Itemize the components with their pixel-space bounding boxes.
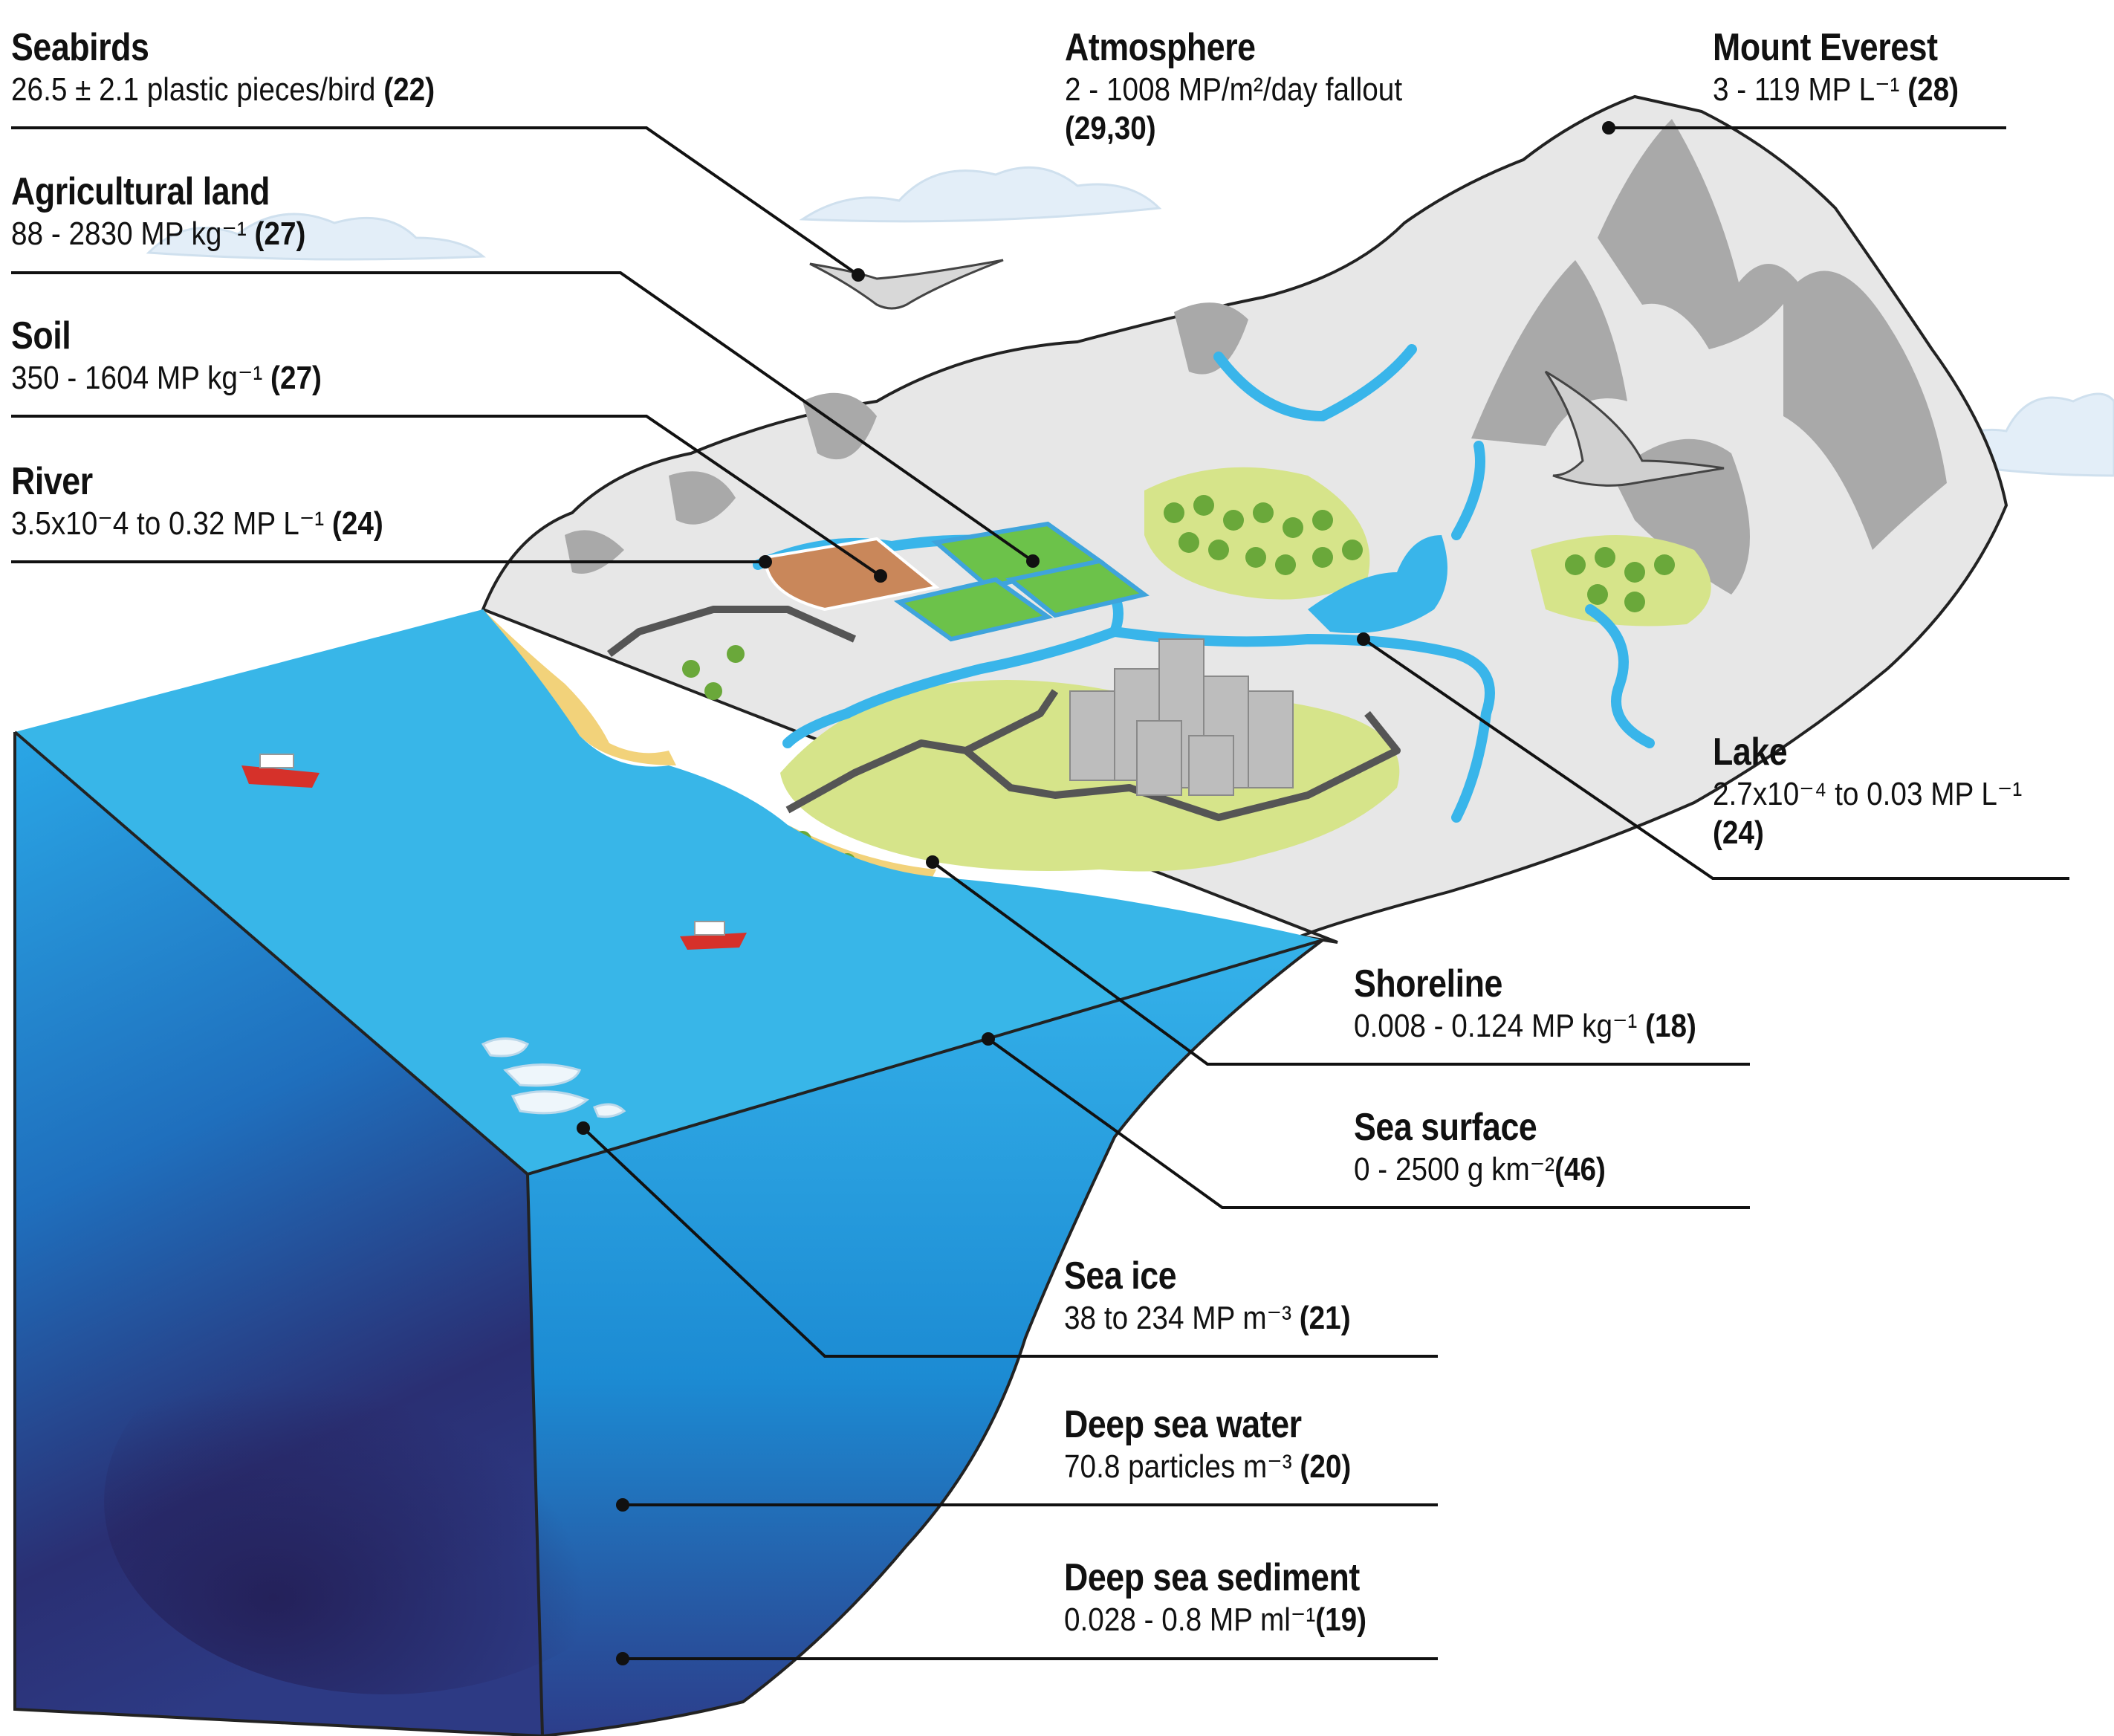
leader-shoreline [931,861,1750,1066]
label-deep-sea-sediment: Deep sea sediment 0.028 - 0.8 MP ml⁻¹(19… [1064,1555,1408,1639]
label-title: Deep sea sediment [1064,1556,1360,1599]
sand-shore [483,609,676,765]
ocean-side-face [528,940,1323,1736]
label-title: Shoreline [1354,962,1502,1005]
label-title: Agricultural land [11,170,270,213]
label-value: 0 - 2500 g km⁻² [1354,1151,1555,1188]
leader-sea-ice [582,1127,1438,1358]
label-ref: (27) [254,216,306,253]
leader-dots [577,121,1615,1665]
cloud-center [799,166,1162,223]
label-title: River [11,460,93,503]
river-system [753,344,1655,823]
label-value: 0.028 - 0.8 MP ml⁻¹ [1064,1601,1316,1639]
ship-research [680,921,747,950]
crop-field-2 [893,577,1054,642]
label-lake: Lake 2.7x10⁻⁴ to 0.03 MP L⁻¹(24) [1713,730,2064,852]
sea-ice-floes [481,1037,626,1118]
label-value: 3 - 119 MP L⁻¹ [1713,71,1900,108]
label-value: 38 to 234 MP m⁻³ [1064,1300,1291,1337]
label-value: 88 - 2830 MP kg⁻¹ [11,216,247,253]
label-ref: (22) [383,71,435,108]
leader-lake [1362,638,2069,880]
leader-sea-surface [987,1037,1750,1209]
label-ref: (21) [1299,1300,1351,1337]
label-ref: (27) [270,360,322,397]
leader-seabirds [11,126,860,276]
label-agricultural-land: Agricultural land 88 - 2830 MP kg⁻¹ (27) [11,169,346,253]
label-ref: (28) [1907,71,1959,108]
mountain-peak-main [1598,119,1798,349]
label-title: Deep sea water [1064,1403,1302,1446]
label-title: Atmosphere [1065,26,1256,69]
label-value: 0.008 - 0.124 MP kg⁻¹ [1354,1008,1638,1045]
label-deep-sea-water: Deep sea water 70.8 particles m⁻³ (20) [1064,1402,1390,1486]
label-ref: (46) [1554,1151,1606,1188]
label-title: Seabirds [11,26,149,69]
leader-agricultural [11,271,1034,563]
leader-soil [11,415,882,577]
deep-water-shadow [104,1308,669,1694]
label-soil: Soil 350 - 1604 MP kg⁻¹ (27) [11,314,364,398]
label-value: 70.8 particles m⁻³ [1064,1448,1292,1486]
label-ref: (20) [1300,1448,1352,1486]
label-ref: (29,30) [1065,110,1156,147]
label-shoreline: Shoreline 0.008 - 0.124 MP kg⁻¹ (18) [1354,962,1743,1046]
mountain-low-3 [669,471,736,525]
lake [1308,535,1447,633]
city [1069,638,1294,796]
label-value: 2.7x10⁻⁴ to 0.03 MP L⁻¹ [1713,776,2023,813]
label-title: Sea ice [1064,1254,1177,1298]
label-sea-surface: Sea surface 0 - 2500 g km⁻²(46) [1354,1105,1640,1189]
ocean-box-outline [13,731,1324,1736]
agricultural-fields [763,521,1150,642]
label-mount-everest: Mount Everest 3 - 119 MP L⁻¹ (28) [1713,25,1992,109]
crop-field-3 [1005,558,1150,618]
label-ref: (18) [1645,1008,1696,1045]
label-value: 2 - 1008 MP/m²/day fallout [1065,71,1403,108]
label-value: 26.5 ± 2.1 plastic pieces/bird [11,71,376,108]
leader-lines [11,126,2069,1660]
sand-shore-south [780,825,936,884]
label-ref: (19) [1315,1601,1367,1639]
ocean-surface [15,609,1323,1174]
label-title: Sea surface [1354,1106,1537,1149]
mountain-low-1 [1174,302,1248,375]
label-atmosphere: Atmosphere 2 - 1008 MP/m²/day fallout(29… [1065,25,1448,148]
mountain-peak-right [1783,271,1947,550]
seabird-near [1544,370,1725,487]
label-title: Lake [1713,731,1788,774]
label-value: 3.5x10⁻4 to 0.32 MP L⁻¹ [11,505,325,542]
label-title: Mount Everest [1713,26,1938,69]
label-sea-ice: Sea ice 38 to 234 MP m⁻³ (21) [1064,1254,1390,1338]
cloud-left [146,213,486,261]
label-seabirds: Seabirds 26.5 ± 2.1 plastic pieces/bird … [11,25,493,109]
label-river: River 3.5x10⁻4 to 0.32 MP L⁻¹ (24) [11,459,434,543]
label-value: 350 - 1604 MP kg⁻¹ [11,360,263,397]
seabird-flying [809,259,1004,310]
label-ref: (24) [331,505,383,542]
label-title: Soil [11,314,71,357]
road-network [607,606,1401,821]
ship-red [241,754,320,788]
label-ref: (24) [1713,814,1764,852]
